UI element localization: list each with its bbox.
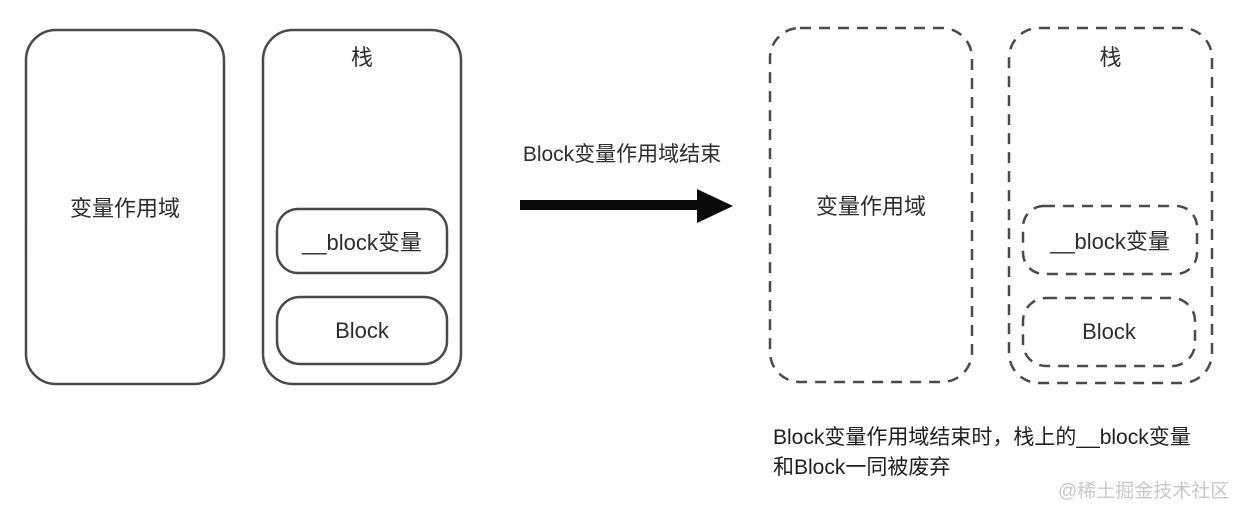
- right-arrow-icon: [520, 189, 733, 223]
- stack-box-before-outline: [261, 28, 463, 386]
- watermark: @稀土掘金技术社区: [1058, 481, 1230, 502]
- caption: Block变量作用域结束时，栈上的__block变量 和Block一同被废弃: [773, 423, 1191, 483]
- block-box-before-label: Block: [335, 317, 389, 343]
- block-box-after-label: Block: [1082, 319, 1136, 344]
- scope-box-after-label: 变量作用域: [815, 194, 926, 219]
- block-var-box-before-outline: [275, 207, 449, 275]
- transition-arrow-label: Block变量作用域结束: [522, 143, 722, 166]
- stack-box-before-title: 栈: [350, 45, 373, 70]
- block-box-after-outline: [1021, 296, 1197, 368]
- block-var-box-after-label: __block变量: [1050, 229, 1170, 254]
- block-var-box-after-outline: [1021, 204, 1199, 276]
- block-var-box-before-label: __block变量: [302, 230, 422, 255]
- block-box-before-outline: [275, 295, 449, 366]
- scope-box-before-outline: [24, 28, 226, 386]
- caption-line-1: Block变量作用域结束时，栈上的__block变量: [773, 426, 1191, 449]
- caption-line-2: 和Block一同被废弃: [773, 456, 951, 479]
- scope-box-before-label: 变量作用域: [69, 196, 180, 221]
- stack-box-after-title: 栈: [1099, 45, 1122, 70]
